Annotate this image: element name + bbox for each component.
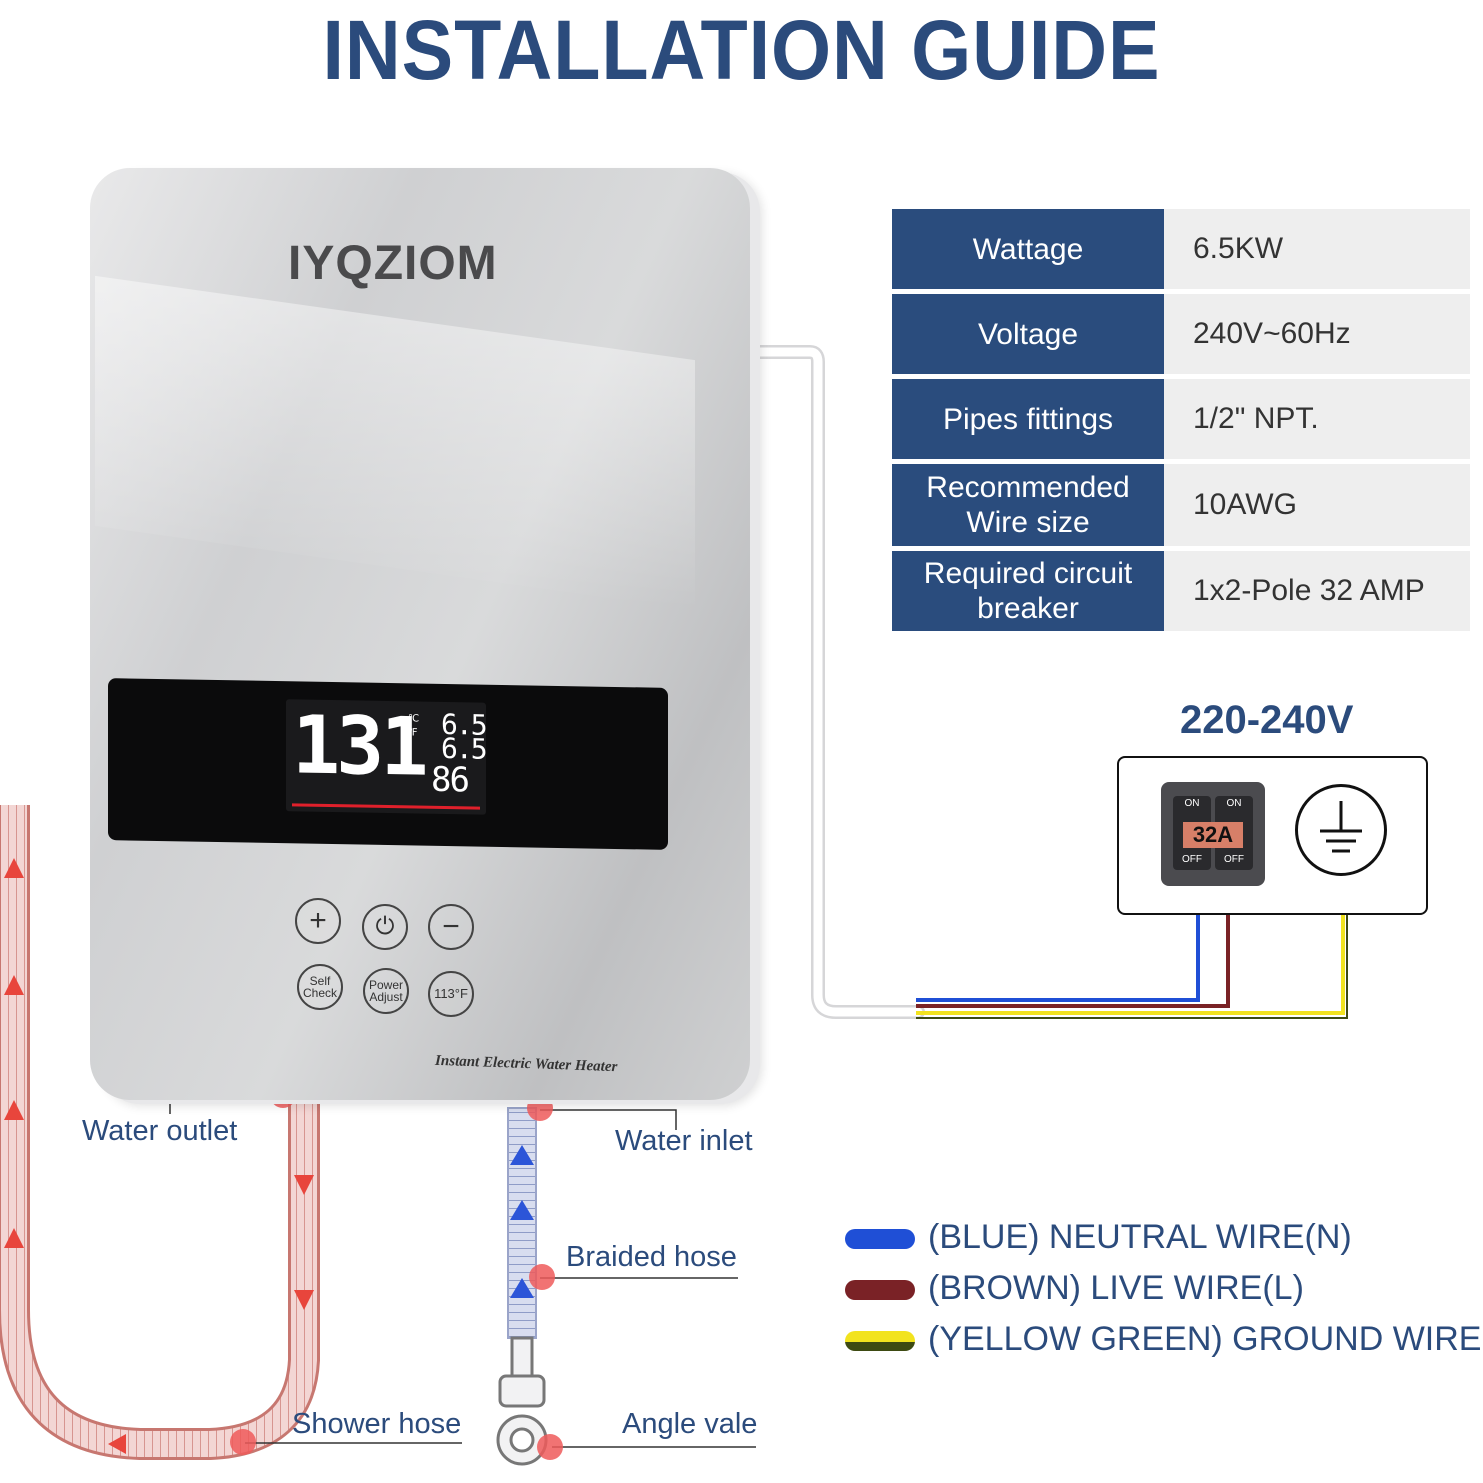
spec-key: Required circuit breaker — [892, 551, 1164, 631]
angle-valve-label: Angle vale — [622, 1408, 758, 1440]
product-label: Instant Electric Water Heater — [434, 1052, 618, 1076]
water-heater-device: IYQZIOM 131 ℃ ℉ 6.5 6.5 86 + ⏻ − Self Ch… — [90, 168, 750, 1100]
spec-row-wattage: Wattage 6.5KW — [892, 209, 1470, 289]
blue-wire-swatch — [845, 1229, 915, 1249]
braided-hose-label: Braided hose — [566, 1241, 737, 1273]
voltage-range-label: 220-240V — [1180, 698, 1354, 742]
spec-key: Wattage — [892, 209, 1164, 289]
unit-celsius: ℃ — [408, 713, 420, 725]
cold-water-flow-arrows — [510, 1145, 534, 1298]
glass-reflection — [95, 275, 695, 611]
hot-water-flow-arrows — [4, 858, 314, 1454]
brand-logo: IYQZIOM — [288, 237, 498, 290]
spec-value: 1/2" NPT. — [1164, 379, 1470, 459]
spec-key: Pipes fittings — [892, 379, 1164, 459]
secondary-temp-readout: 86 — [431, 759, 468, 801]
unit-fahrenheit: ℉ — [408, 727, 418, 739]
callout-dots — [230, 1082, 563, 1460]
power-adjust-button[interactable]: Power Adjust — [363, 968, 409, 1014]
braided-hose — [507, 1107, 537, 1339]
temp-preset-button[interactable]: 113°F — [428, 971, 474, 1017]
switch-on-label: ON — [1226, 798, 1242, 809]
lcd-display: 131 ℃ ℉ 6.5 6.5 86 — [286, 698, 486, 815]
legend-ground: (YELLOW GREEN) GROUND WIRE(E) — [928, 1320, 1483, 1358]
ground-wire-green — [916, 912, 1348, 1019]
minus-button[interactable]: − — [428, 904, 474, 950]
spec-value: 1x2-Pole 32 AMP — [1164, 551, 1470, 631]
spec-key: Voltage — [892, 294, 1164, 374]
yellow-green-wire-swatch — [845, 1331, 915, 1351]
legend-live: (BROWN) LIVE WIRE(L) — [928, 1269, 1304, 1307]
circuit-breaker-icon: ON OFF ON OFF 32A — [1161, 782, 1265, 886]
page-title: INSTALLATION GUIDE — [322, 3, 1161, 97]
shower-hose-label: Shower hose — [292, 1408, 462, 1440]
spec-row-breaker: Required circuit breaker 1x2-Pole 32 AMP — [892, 551, 1470, 631]
spec-value: 6.5KW — [1164, 209, 1470, 289]
display-panel: 131 ℃ ℉ 6.5 6.5 86 — [108, 678, 668, 850]
switch-off-label: OFF — [1182, 854, 1202, 865]
brown-wire-swatch — [845, 1280, 915, 1300]
breaker-rating: 32A — [1183, 822, 1243, 848]
breaker-panel: ON OFF ON OFF 32A — [1117, 756, 1428, 915]
water-inlet-label: Water inlet — [615, 1125, 753, 1157]
spec-row-voltage: Voltage 240V~60Hz — [892, 294, 1470, 374]
switch-on-label: ON — [1184, 798, 1200, 809]
self-check-button[interactable]: Self Check — [297, 964, 343, 1010]
legend-neutral: (BLUE) NEUTRAL WIRE(N) — [928, 1218, 1352, 1256]
spec-row-wire-size: Recommended Wire size 10AWG — [892, 464, 1470, 546]
switch-off-label: OFF — [1224, 854, 1244, 865]
power-button[interactable]: ⏻ — [362, 904, 408, 950]
spec-row-pipes: Pipes fittings 1/2" NPT. — [892, 379, 1470, 459]
ground-icon — [1295, 784, 1387, 876]
display-indicator-line — [292, 803, 480, 810]
neutral-wire — [916, 912, 1200, 1002]
angle-valve-shape — [496, 1336, 548, 1466]
plus-button[interactable]: + — [295, 898, 341, 944]
live-wire — [916, 912, 1230, 1008]
spec-value: 240V~60Hz — [1164, 294, 1470, 374]
temperature-readout: 131 — [292, 698, 425, 794]
spec-key: Recommended Wire size — [892, 464, 1164, 546]
ground-wire-yellow — [916, 912, 1345, 1015]
spec-value: 10AWG — [1164, 464, 1470, 546]
water-outlet-label: Water outlet — [82, 1115, 238, 1147]
